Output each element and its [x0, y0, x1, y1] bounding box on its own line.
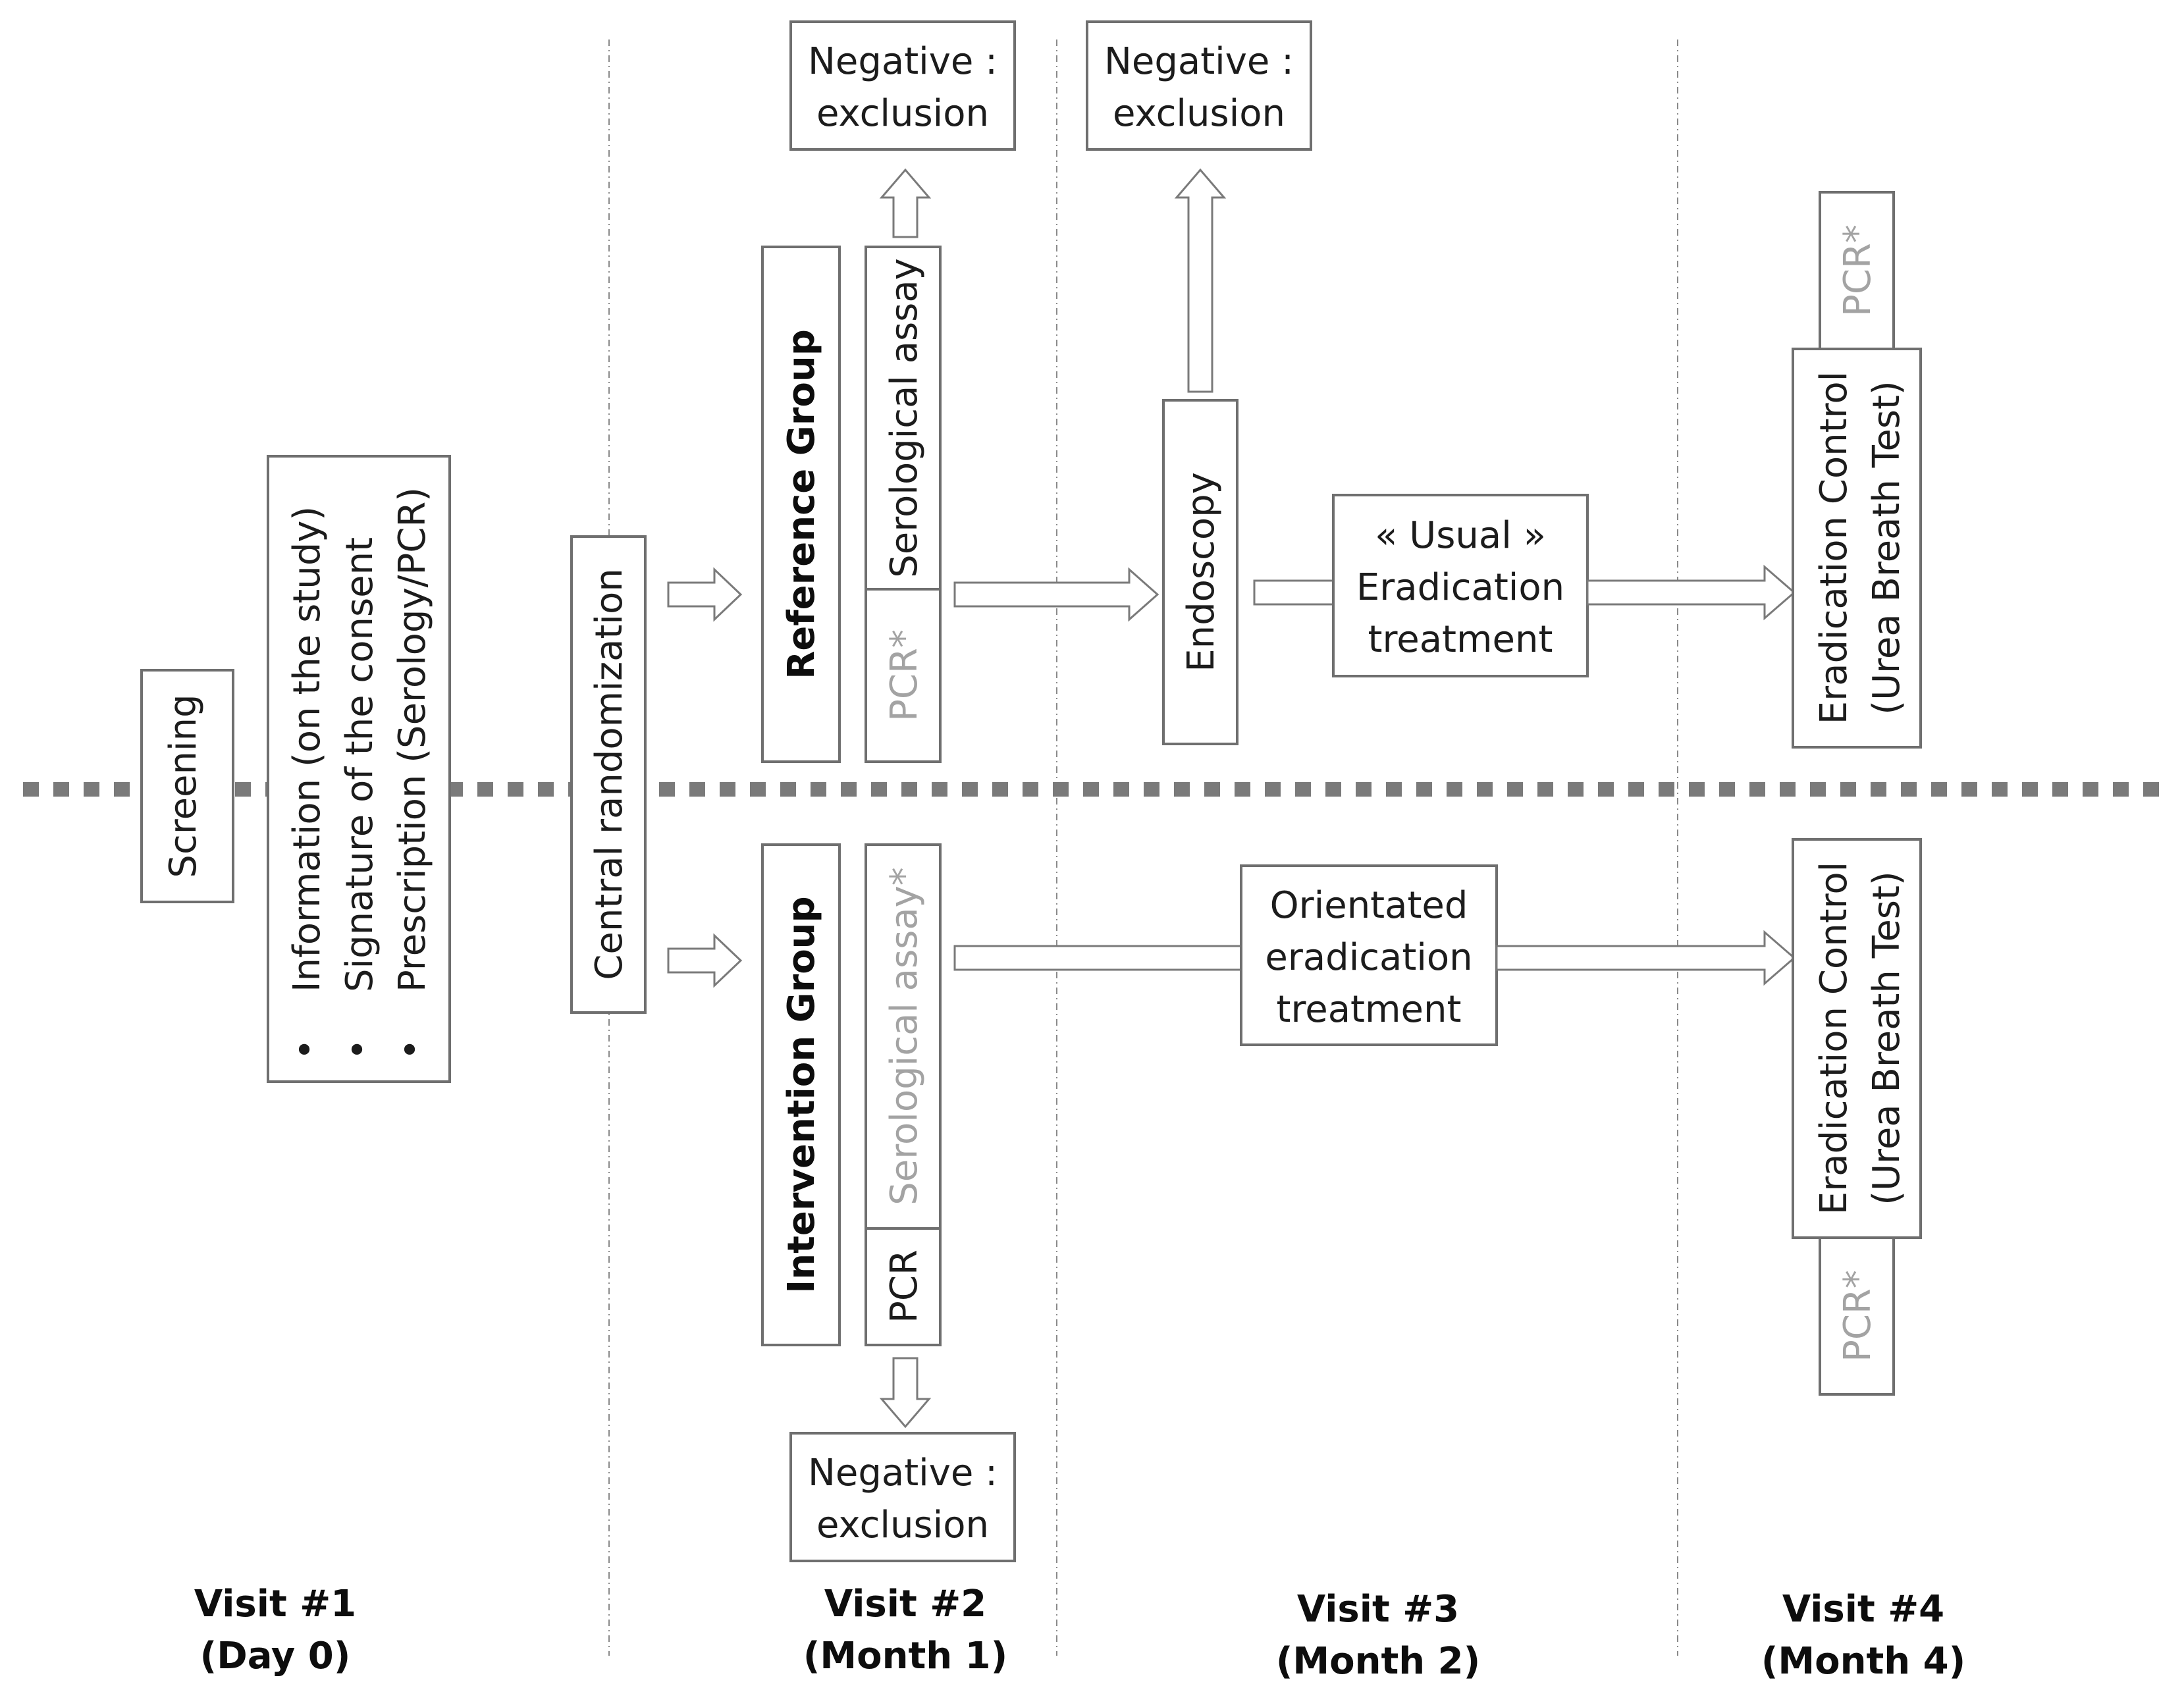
screening-box — [140, 669, 234, 903]
reference-group-box — [761, 246, 841, 763]
arrow-to-orientated-treatment — [953, 945, 1242, 971]
information-list: Information (on the study) Signature of … — [286, 487, 434, 1072]
orientated-treatment-line1: Orientated — [1270, 884, 1468, 927]
int-pcr-label: PCR — [883, 1250, 926, 1323]
int-serological-assay-label: Serological assay* — [883, 867, 926, 1205]
negative-exclusion-endo-line2: exclusion — [1113, 92, 1285, 135]
info-line-2: Signature of the consent — [338, 537, 381, 992]
arrow-to-eradication-control-int — [1495, 930, 1796, 986]
visit-1-date: (Day 0) — [200, 1635, 351, 1677]
ref-pcr-label: PCR* — [883, 629, 926, 722]
intervention-group-label: Intervention Group — [780, 896, 823, 1293]
negative-exclusion-box-ref — [789, 20, 1016, 151]
arrow-to-endoscopy — [953, 567, 1159, 622]
pcr-star-int-label: PCR* — [1836, 1270, 1879, 1362]
arrow-to-intervention — [667, 933, 743, 988]
eradication-control-int-line2: (Urea Breath Test) — [1865, 871, 1908, 1205]
eradication-control-int-line1: Eradication Control — [1813, 862, 1855, 1215]
pcr-star-ref-label: PCR* — [1836, 224, 1879, 317]
visit-3-title: Visit #3 — [1297, 1588, 1459, 1631]
reference-group-label: Reference Group — [780, 329, 823, 679]
arrow-to-usual-treatment — [1253, 579, 1335, 606]
intervention-group-box — [761, 843, 841, 1346]
central-randomization-box — [570, 535, 647, 1014]
usual-treatment-line2: Eradication — [1356, 566, 1564, 609]
negative-exclusion-ref-line2: exclusion — [816, 92, 989, 135]
info-line-3: Prescription (Serology/PCR) — [391, 487, 434, 992]
screening-label: Screening — [162, 694, 205, 878]
visit-4-date: (Month 4) — [1761, 1640, 1965, 1683]
usual-treatment-line3: treatment — [1368, 618, 1553, 661]
info-line-1: Information (on the study) — [286, 506, 329, 992]
central-randomization-label: Central randomization — [588, 568, 631, 980]
eradication-control-ref-line1: Eradication Control — [1813, 371, 1855, 724]
ref-serological-assay-label: Serological assay — [883, 258, 926, 578]
endoscopy-label: Endoscopy — [1180, 472, 1223, 672]
arrow-ref-to-exclusion — [879, 168, 932, 238]
pcr-star-box-int — [1819, 1236, 1895, 1396]
visit-2-date: (Month 1) — [803, 1635, 1007, 1677]
orientated-treatment-line2: eradication — [1265, 936, 1472, 979]
negative-exclusion-endo-line1: Negative : — [1104, 40, 1294, 83]
orientated-treatment-line3: treatment — [1277, 988, 1462, 1031]
int-assay-column — [865, 843, 942, 1346]
info-bullet-1: • — [293, 1030, 315, 1072]
info-bullet-3: • — [398, 1030, 420, 1072]
endoscopy-box — [1162, 399, 1238, 745]
eradication-control-box-int — [1792, 838, 1922, 1239]
arrow-to-eradication-control-ref — [1586, 564, 1796, 621]
negative-exclusion-int-line2: exclusion — [816, 1504, 989, 1546]
visit-1-title: Visit #1 — [194, 1583, 356, 1625]
orientated-treatment-box — [1240, 864, 1498, 1046]
negative-exclusion-box-endoscopy — [1086, 20, 1312, 151]
arrow-endoscopy-to-exclusion — [1174, 168, 1227, 393]
pcr-star-box-ref — [1819, 191, 1895, 350]
eradication-control-box-ref — [1792, 348, 1922, 749]
information-box — [267, 455, 451, 1083]
visit-4-title: Visit #4 — [1782, 1588, 1944, 1631]
arrow-int-to-exclusion — [879, 1357, 932, 1429]
negative-exclusion-ref-line1: Negative : — [808, 40, 998, 83]
usual-treatment-box — [1332, 494, 1589, 677]
negative-exclusion-int-line1: Negative : — [808, 1452, 998, 1494]
info-bullet-2: • — [346, 1030, 367, 1072]
visit-3-date: (Month 2) — [1276, 1640, 1480, 1683]
usual-treatment-line1: « Usual » — [1375, 514, 1546, 557]
eradication-control-ref-line2: (Urea Breath Test) — [1865, 381, 1908, 715]
ref-assay-column — [865, 246, 942, 763]
negative-exclusion-box-int — [789, 1432, 1016, 1562]
arrow-to-reference — [667, 567, 743, 622]
visit-2-title: Visit #2 — [824, 1583, 986, 1625]
